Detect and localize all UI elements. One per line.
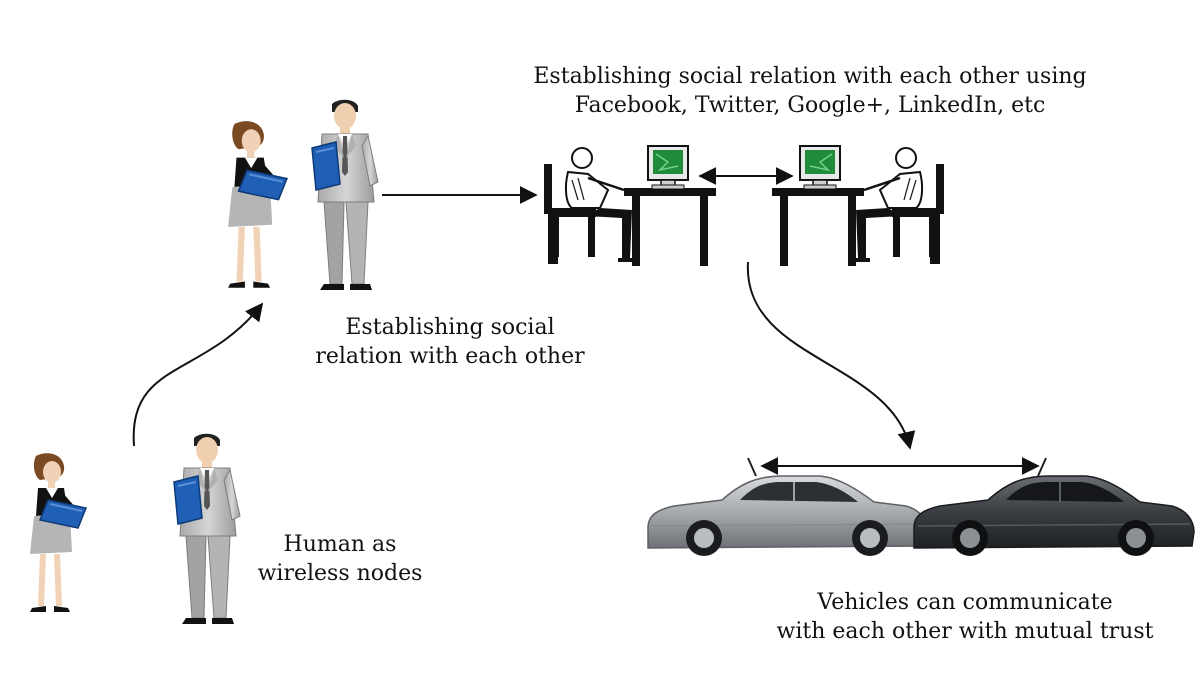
car-silver <box>647 457 929 556</box>
car-dark <box>913 457 1195 556</box>
woman-figure-bottom <box>29 452 87 613</box>
vehicles-label: Vehicles can communicate with each other… <box>745 588 1185 646</box>
online-relation-line2: Facebook, Twitter, Google+, LinkedIn, et… <box>574 93 1046 118</box>
man-figure-top <box>311 98 379 292</box>
human-nodes-label: Human as wireless nodes <box>255 530 425 588</box>
arrow-nodes-to-couple <box>132 302 264 447</box>
social-relation-line2: relation with each other <box>315 344 585 369</box>
online-relation-line1: Establishing social relation with each o… <box>533 64 1087 89</box>
computer-user-left <box>542 144 718 268</box>
computer-user-right <box>770 144 946 268</box>
vehicles-line2: with each other with mutual trust <box>776 619 1154 644</box>
arrow-online-to-vehicles <box>746 261 916 450</box>
human-nodes-line2: wireless nodes <box>257 561 423 586</box>
man-figure-bottom <box>173 432 241 625</box>
vehicles-line1: Vehicles can communicate <box>817 590 1113 615</box>
online-relation-label: Establishing social relation with each o… <box>500 62 1120 120</box>
social-relation-line1: Establishing social <box>345 315 555 340</box>
social-relation-label: Establishing social relation with each o… <box>290 313 610 371</box>
woman-figure-top <box>227 120 288 289</box>
human-nodes-line1: Human as <box>283 532 397 557</box>
